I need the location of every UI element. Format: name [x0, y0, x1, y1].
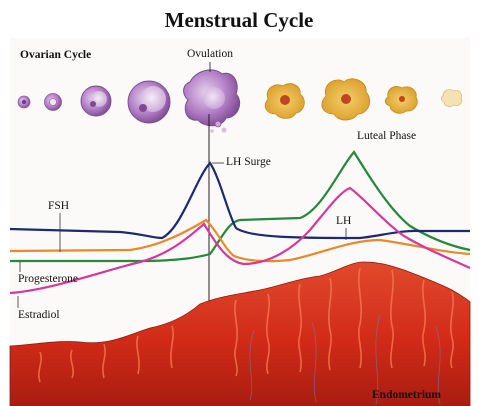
hormone-curves	[9, 150, 471, 295]
lh-label: LH	[336, 215, 351, 227]
luteal-phase-label: Luteal Phase	[357, 130, 416, 142]
spiral-arteries	[249, 313, 441, 405]
endometrium-layer	[9, 261, 471, 406]
ovarian-cycle-label: Ovarian Cycle	[20, 49, 91, 61]
estradiol-label: Estradiol	[18, 309, 60, 321]
corpus-albicans	[440, 89, 463, 107]
follicle-stage-1	[17, 95, 31, 109]
progesterone-curve	[10, 150, 471, 263]
follicle-stage-2	[44, 93, 62, 111]
follicle-row	[17, 69, 463, 133]
diagram-title: Menstrual Cycle	[165, 8, 314, 32]
fsh-label: FSH	[48, 200, 69, 212]
ovulation-label: Ovulation	[187, 48, 233, 60]
fsh-curve	[9, 161, 470, 240]
lh-curve	[9, 186, 471, 295]
endometrial-glands	[38, 267, 454, 383]
endometrium-tissue	[9, 261, 471, 406]
follicle-stage-4	[127, 80, 171, 124]
corpus-luteum-early	[264, 83, 305, 119]
lh-surge-label: LH Surge	[226, 156, 271, 168]
follicle-stage-3	[80, 85, 112, 117]
corpus-luteum-regressing	[384, 86, 418, 114]
ovulating-follicle	[183, 69, 241, 133]
progesterone-label: Progesterone	[18, 273, 78, 285]
corpus-luteum-mature	[321, 78, 371, 121]
endometrium-label: Endometrium	[372, 389, 441, 401]
